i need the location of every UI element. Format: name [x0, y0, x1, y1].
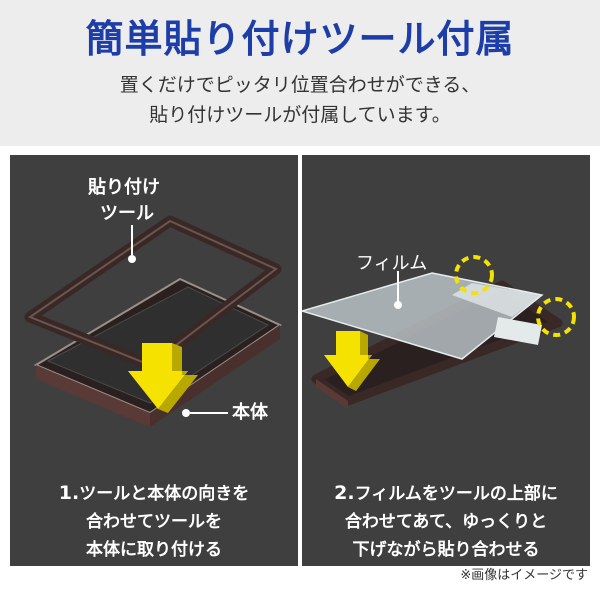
step-1-line-2: 合わせてツールを — [86, 512, 222, 532]
yellow-down-arrow — [128, 343, 198, 413]
step-1-text: 1.ツールと本体の向きを 合わせてツールを 本体に取り付ける — [10, 479, 298, 564]
image-disclaimer: ※画像はイメージです — [460, 568, 588, 583]
callout-tool-line-2: ツール — [100, 203, 154, 224]
callout-body: 本体 — [232, 402, 268, 423]
callout-tool: 貼り付け ツール — [88, 175, 160, 227]
yellow-down-arrow — [324, 331, 380, 391]
highlight-circle-right — [536, 297, 576, 337]
description-line-2: 貼り付けツールが付属しています。 — [149, 104, 451, 126]
step-2-line-2: 合わせてあて、ゆっくりと — [344, 512, 548, 532]
step-2-number: 2. — [334, 482, 355, 504]
step-2-line-3: 下げながら貼り合わせる — [352, 540, 540, 560]
step-2-panel: フィルム 2.フィルムをツールの上部に 合わせてあて、ゆっくりと 下げながら貼り… — [302, 155, 590, 566]
header-band — [0, 0, 600, 146]
step-1-panel: 貼り付け ツール 本体 1.ツールと本体の向きを 合わせてツールを 本体に取り付… — [10, 155, 298, 566]
step-2-illustration — [302, 255, 576, 409]
description-line-1: 置くだけでピッタリ位置合わせができる、 — [119, 74, 481, 96]
page-title: 簡単貼り付けツール付属 — [85, 17, 515, 61]
step-1-number: 1. — [58, 482, 80, 504]
step-1-line-1: ツールと本体の向きを — [79, 484, 250, 504]
callout-film: フィルム — [356, 253, 428, 274]
callout-tool-line-1: 貼り付け — [88, 177, 160, 198]
step-2-line-1: フィルムをツールの上部に — [354, 484, 558, 504]
step-2-text: 2.フィルムをツールの上部に 合わせてあて、ゆっくりと 下げながら貼り合わせる — [302, 479, 590, 564]
step-1-illustration — [24, 215, 283, 427]
highlight-circle-top — [454, 255, 494, 295]
step-1-line-3: 本体に取り付ける — [86, 540, 222, 560]
